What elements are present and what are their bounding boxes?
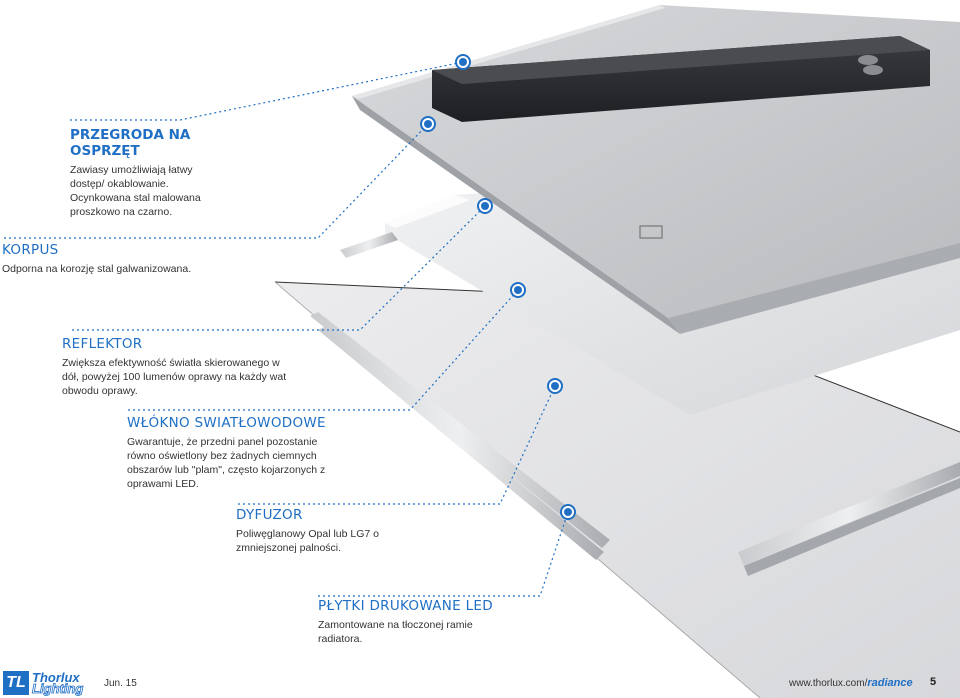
callout-dyfuzor: DYFUZOR Poliwęglanowy Opal lub LG7 o zmn… (236, 507, 466, 555)
logo-line2: Lighting (32, 680, 84, 696)
logo-line1: Thorlux (32, 669, 80, 685)
logo-text: Thorlux Lighting (32, 669, 84, 696)
gear-tray (432, 36, 930, 122)
callout-title: REFLEKTOR (62, 336, 143, 352)
leader-dyfuzor (238, 385, 556, 505)
led-bar-right (738, 462, 960, 576)
logo-mark: TL (3, 670, 29, 695)
callout-wlokno: WŁÓKNO SWIATŁOWODOWE Gwarantuje, że prze… (127, 415, 357, 491)
callout-text: Poliwęglanowy Opal lub LG7 o zmniejszone… (236, 528, 380, 554)
callout-przegroda: PRZEGRODA NA OSPRZĘT Zawiasy umożliwiają… (70, 127, 240, 219)
leader-plytki (318, 511, 569, 597)
callout-leaders (4, 61, 569, 597)
footer-date: Jun. 15 (104, 678, 137, 689)
callout-text: Odporna na korozję stal galwanizowana. (2, 263, 192, 275)
callout-markers (420, 54, 576, 520)
callout-title: WŁÓKNO SWIATŁOWODOWE (127, 415, 326, 431)
callout-title: PRZEGRODA NA OSPRZĘT (70, 127, 191, 159)
footer-url[interactable]: www.thorlux.com/radiance (789, 677, 913, 689)
leader-reflektor (72, 205, 486, 331)
callout-reflektor: REFLEKTOR Zwiększa efektywność światła s… (62, 336, 312, 398)
circle-dot-icon (477, 198, 493, 214)
circle-dot-icon (420, 116, 436, 132)
callout-text: Zwiększa efektywność światła skierowaneg… (62, 357, 287, 397)
page-number: 5 (930, 676, 937, 688)
callout-title: PŁYTKI DRUKOWANE LED (318, 598, 493, 614)
thorlux-logo-icon: TL Thorlux Lighting (3, 669, 84, 696)
url-emphasis: radiance (867, 677, 913, 689)
circle-dot-icon (560, 504, 576, 520)
callout-korpus: KORPUS Odporna na korozję stal galwanizo… (2, 242, 302, 276)
circle-dot-icon (547, 378, 563, 394)
callout-text: Zamontowane na tłoczonej ramie radiatora… (318, 619, 473, 645)
leader-wlokno (128, 289, 519, 411)
leader-przegroda (70, 61, 464, 121)
callout-text: Gwarantuje, że przedni panel pozostanie … (127, 436, 326, 490)
circle-dot-icon (510, 282, 526, 298)
callout-text: Zawiasy umożliwiają łatwy dostęp/ okablo… (70, 164, 201, 218)
callout-plytki: PŁYTKI DRUKOWANE LED Zamontowane na tłoc… (318, 598, 538, 646)
callout-title: KORPUS (2, 242, 59, 258)
circle-dot-icon (455, 54, 471, 70)
led-bar-left (310, 232, 610, 560)
url-prefix: www.thorlux.com/ (789, 678, 868, 689)
callout-title: DYFUZOR (236, 507, 303, 523)
